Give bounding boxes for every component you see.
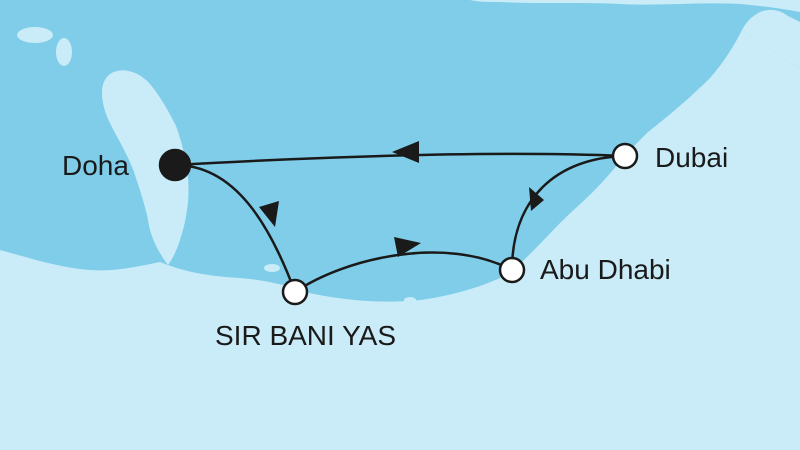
route-segment-doha-sir-bani-yas [174, 163, 297, 293]
iran-coast-land [470, 0, 800, 12]
port-marker-doha[interactable] [158, 148, 192, 182]
port-label-abu-dhabi: Abu Dhabi [540, 254, 671, 285]
route-segment-abu-dhabi-dubai [510, 154, 626, 271]
port-marker-sir-bani-yas[interactable] [281, 278, 309, 306]
island [17, 27, 53, 43]
island [404, 297, 416, 303]
port-label-doha: Doha [62, 150, 129, 181]
route-lines [174, 152, 626, 294]
port-marker-dubai[interactable] [611, 142, 639, 170]
arrow-icon [259, 201, 279, 227]
port-marker-abu-dhabi[interactable] [498, 256, 526, 284]
arrow-icon [392, 141, 419, 163]
arrow-icon [529, 187, 544, 211]
island [56, 38, 72, 66]
route-segment-dubai-doha [174, 152, 626, 167]
arrow-icon [394, 237, 421, 257]
musandam-land [742, 9, 800, 68]
route-segment-sir-bani-yas-abu-dhabi [294, 251, 513, 294]
arabian-peninsula-land [0, 30, 800, 450]
route-arrows [259, 141, 544, 257]
port-label-dubai: Dubai [655, 142, 729, 173]
island [264, 264, 280, 272]
qatar-peninsula-land [101, 70, 189, 265]
port-label-sir-bani-yas: SIR BANI YAS [215, 320, 397, 351]
